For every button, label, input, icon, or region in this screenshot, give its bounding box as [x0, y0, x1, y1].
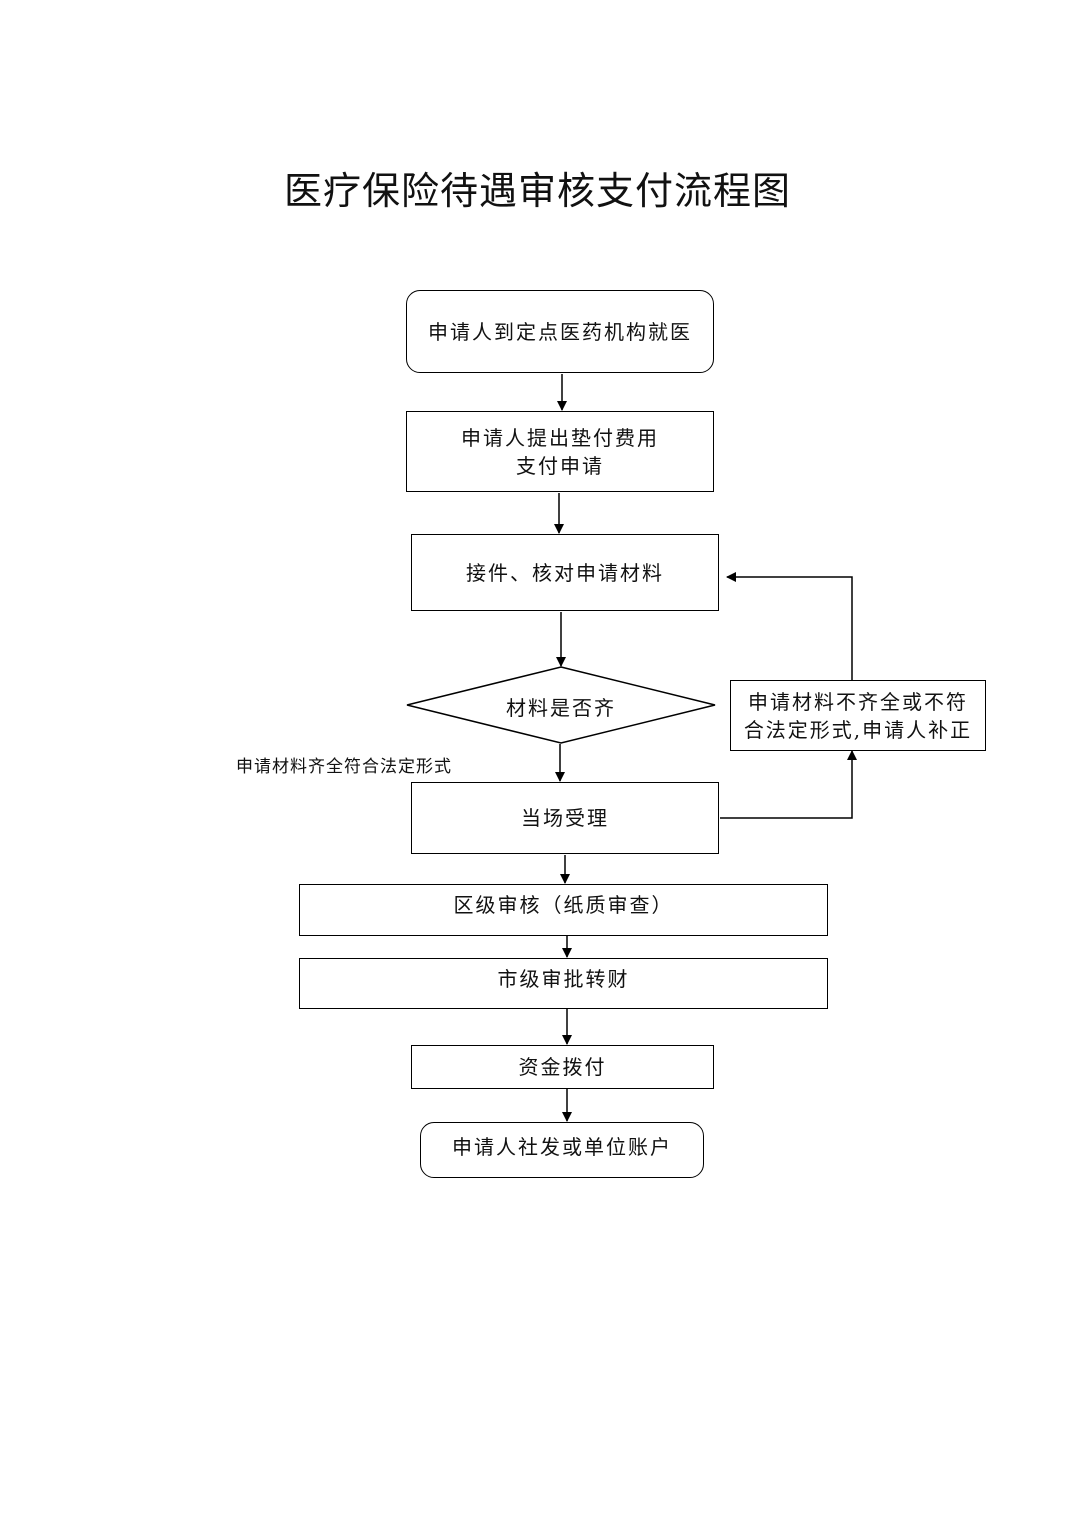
- edge-label-complete: 申请材料齐全符合法定形式: [236, 757, 452, 777]
- node-start: 申请人到定点医药机构就医: [406, 290, 714, 373]
- node-decision-label: 材料是否齐: [506, 695, 616, 720]
- arrow-accept-to-supplement: [720, 750, 857, 819]
- arrow-supplement-to-receive: [726, 572, 853, 680]
- node-district: 区级审核（纸质审查）: [299, 884, 828, 936]
- node-supplement: 申请材料不齐全或不符 合法定形式,申请人补正: [730, 680, 986, 751]
- node-fund: 资金拨付: [411, 1045, 714, 1089]
- decision-diamond: [406, 666, 716, 744]
- node-apply: 申请人提出垫付费用 支付申请: [406, 411, 714, 492]
- node-end: 申请人社发或单位账户: [420, 1122, 704, 1178]
- page-title: 医疗保险待遇审核支付流程图: [283, 169, 791, 213]
- node-accept: 当场受理: [411, 782, 719, 854]
- node-city: 市级审批转财: [299, 958, 828, 1009]
- node-receive: 接件、核对申请材料: [411, 534, 719, 611]
